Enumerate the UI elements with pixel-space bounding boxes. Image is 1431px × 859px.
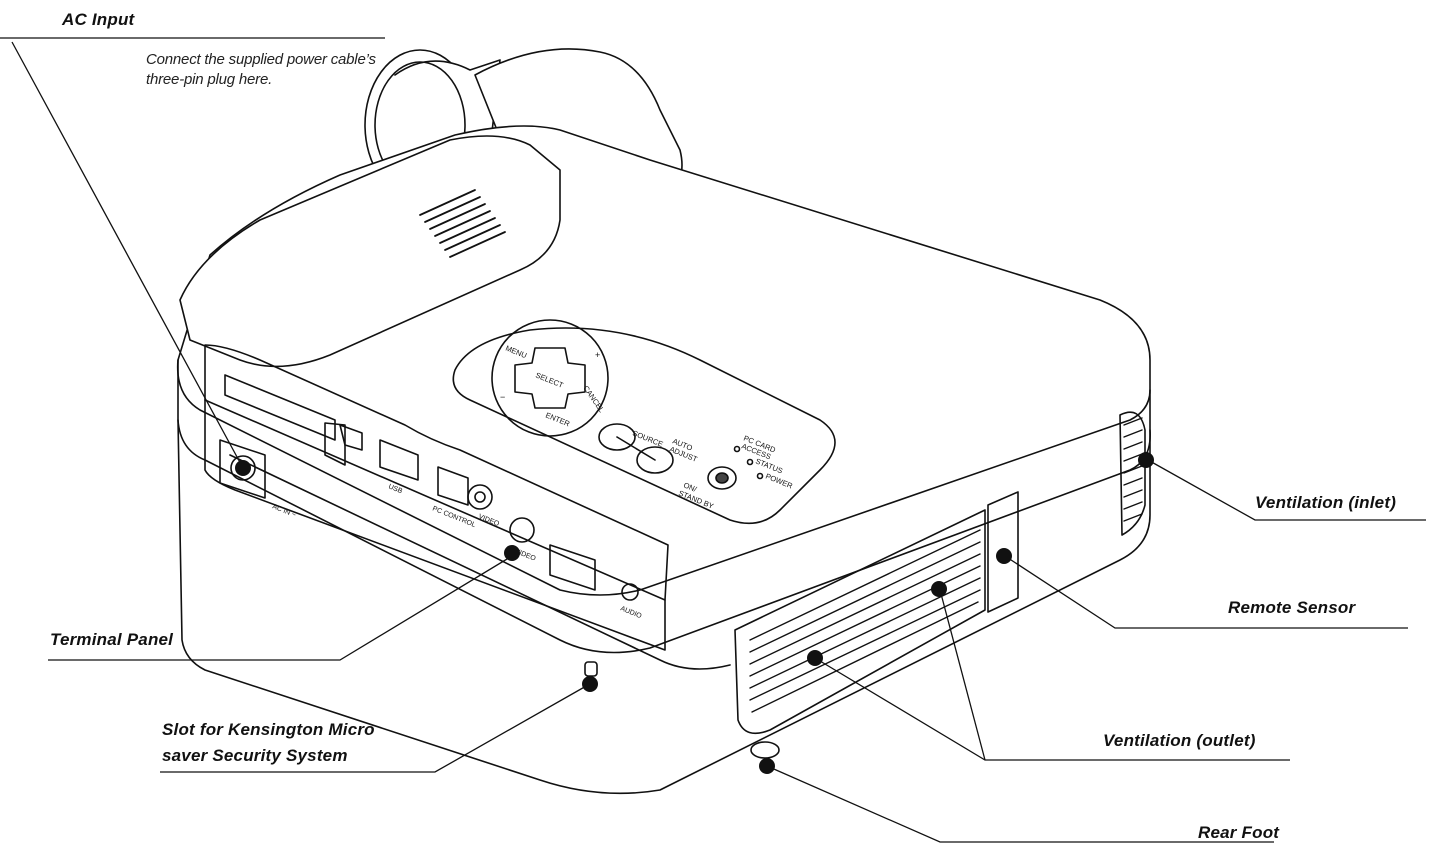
rear-foot-body — [750, 741, 780, 759]
kensington-slot — [584, 661, 598, 677]
inlet-vent — [1119, 411, 1146, 536]
pc-card-slot — [224, 374, 336, 441]
rear-foot-title: Rear Foot — [1198, 823, 1280, 842]
bottom-edge — [177, 419, 1151, 795]
terminal-panel — [204, 344, 669, 601]
s-video-port — [509, 517, 535, 543]
power-led — [756, 472, 764, 480]
kensington-title-2: saver Security System — [162, 746, 348, 765]
control-panel — [452, 327, 836, 525]
leader-lines — [0, 37, 1426, 843]
usb-port — [379, 439, 419, 481]
minus-label: − — [500, 392, 505, 402]
top-vent — [419, 189, 506, 258]
ventilation-outlet-title: Ventilation (outlet) — [1103, 731, 1256, 750]
auto-adjust-button[interactable] — [636, 446, 674, 474]
kensington-title-1: Slot for Kensington Micro — [162, 720, 375, 739]
ac-input-title: AC Input — [62, 10, 135, 29]
remote-sensor-window — [987, 491, 1019, 613]
callout-dots — [235, 452, 1154, 774]
pc-control-port — [437, 466, 469, 506]
ac-in-label: AC IN ~ — [271, 503, 297, 519]
video-port — [467, 484, 493, 510]
audio-label: AUDIO — [619, 605, 643, 620]
select-pad-ring — [491, 319, 609, 437]
status-led — [746, 458, 754, 466]
vga-port — [549, 544, 596, 591]
ac-inlet — [219, 439, 266, 499]
power-button[interactable] — [707, 466, 737, 490]
ventilation-inlet-title: Ventilation (inlet) — [1255, 493, 1397, 512]
source-button[interactable] — [598, 423, 636, 451]
outlet-vent — [734, 509, 986, 735]
select-pad-cross[interactable] — [514, 347, 586, 409]
ac-input-desc: Connect the supplied power cable’s three… — [146, 51, 376, 88]
plus-label: + — [595, 350, 600, 360]
remote-sensor-title: Remote Sensor — [1228, 598, 1356, 617]
pc-card-led — [733, 445, 741, 453]
terminal-panel-title: Terminal Panel — [50, 630, 174, 649]
audio-port — [621, 583, 639, 601]
